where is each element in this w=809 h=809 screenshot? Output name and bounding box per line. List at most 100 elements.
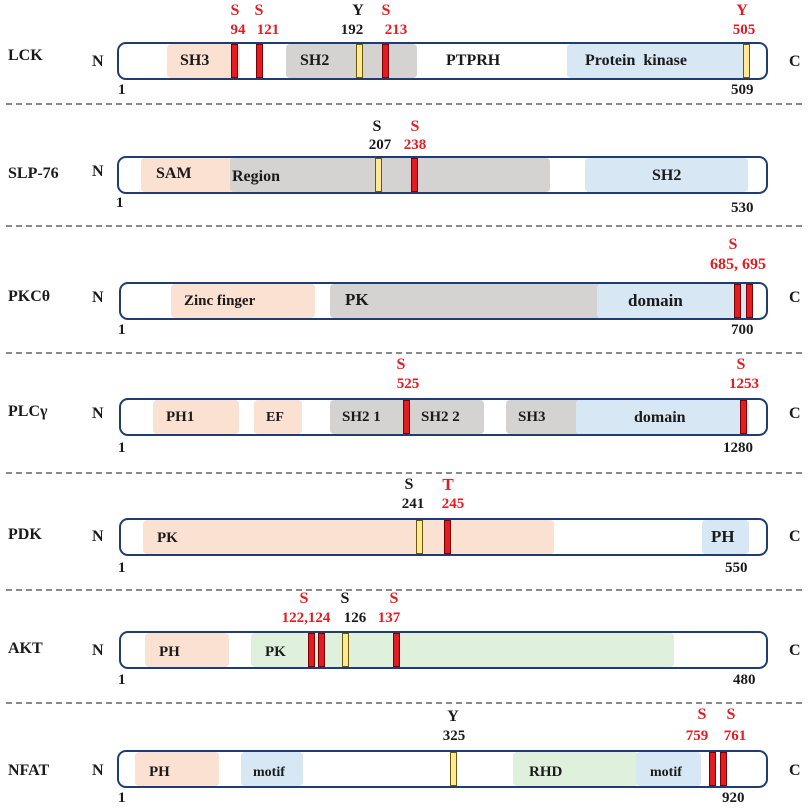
domain-label: SH2: [652, 167, 682, 184]
domain-region: [230, 158, 550, 192]
site-residue: S: [230, 2, 240, 19]
site-residue: Y: [352, 2, 364, 19]
protein-name: LCK: [8, 47, 43, 64]
phospho-site-marker: [444, 520, 451, 554]
n-terminus-label: N: [92, 642, 104, 659]
phospho-site-marker: [743, 44, 750, 78]
start-position: 1: [118, 672, 126, 688]
domain-catalytic: [576, 400, 749, 434]
n-terminus-label: N: [92, 289, 104, 306]
site-residue: S: [340, 590, 350, 607]
n-terminus-label: N: [92, 163, 104, 180]
domain-sh2: [585, 158, 748, 192]
phospho-site-marker: [720, 752, 727, 786]
c-terminus-label: C: [789, 642, 801, 659]
n-terminus-label: N: [92, 405, 104, 422]
n-terminus-label: N: [92, 528, 104, 545]
phospho-site-marker: [411, 158, 418, 192]
domain-ph1: [153, 400, 239, 434]
row-separator: [6, 225, 802, 227]
domain-rhd: [513, 752, 638, 786]
site-position: 245: [441, 496, 465, 512]
domain-label: domain: [628, 291, 683, 310]
site-position: 207: [368, 137, 392, 153]
row-separator: [6, 352, 802, 354]
site-position: 238: [403, 137, 427, 153]
domain-label: Region: [232, 168, 280, 185]
start-position: 1: [118, 440, 126, 456]
start-position: 1: [118, 790, 126, 806]
row-separator: [6, 472, 802, 474]
phospho-site-marker: [256, 44, 263, 78]
site-residue: Y: [736, 2, 748, 19]
domain-label: SH3: [518, 409, 546, 425]
c-terminus-label: C: [789, 405, 801, 422]
c-terminus-label: C: [789, 528, 801, 545]
domain-label: EF: [266, 410, 284, 425]
start-position: 1: [118, 322, 126, 338]
site-residue: S: [299, 590, 309, 607]
phospho-site-marker: [416, 520, 423, 554]
site-residue: S: [372, 118, 382, 135]
end-position: 920: [722, 790, 745, 806]
phospho-site-marker: [709, 752, 716, 786]
domain-sh2: [286, 44, 417, 78]
site-position: 241: [401, 496, 425, 512]
domain-label: motif: [650, 765, 682, 780]
phospho-site-marker: [740, 400, 747, 434]
domain-label: domain: [634, 409, 686, 426]
domain-label: PH: [711, 527, 735, 546]
phospho-site-marker: [318, 633, 325, 667]
phospho-site-marker: [746, 284, 753, 318]
phospho-site-marker: [450, 752, 457, 786]
site-position: 121: [256, 22, 280, 38]
domain-label: SH3: [180, 52, 210, 69]
c-terminus-label: C: [789, 289, 801, 306]
protein-name: PLCγ: [8, 403, 48, 420]
site-position: 122,124: [281, 610, 331, 626]
site-position: 192: [340, 22, 364, 38]
row-separator: [6, 702, 802, 704]
start-position: 1: [118, 560, 126, 576]
domain-motif: [241, 752, 303, 786]
site-position: 685, 695: [710, 256, 766, 273]
domain-ph: [702, 520, 749, 554]
domain-label: SAM: [156, 165, 192, 182]
domain-ef: [254, 400, 302, 434]
site-position: 94: [230, 22, 246, 38]
site-position: 325: [442, 728, 466, 744]
row-separator: [6, 589, 802, 591]
domain-ph: [135, 752, 219, 786]
site-residue: S: [697, 706, 707, 723]
domain-zinc-finger: [171, 284, 315, 318]
site-residue: S: [381, 2, 391, 19]
domain-label: RHD: [529, 764, 563, 780]
end-position: 700: [731, 322, 754, 338]
domain-motif: [636, 752, 701, 786]
site-position: 137: [377, 610, 401, 626]
domain-label: PTPRH: [446, 52, 501, 69]
site-residue: S: [389, 590, 399, 607]
phospho-site-marker: [308, 633, 315, 667]
domain-label: PK: [345, 290, 369, 309]
site-position: 126: [343, 610, 367, 626]
end-position: 480: [733, 672, 756, 688]
protein-name: SLP-76: [8, 165, 59, 182]
site-position: 525: [396, 376, 420, 392]
domain-label: SH2 2: [421, 409, 460, 425]
domain-label: PH: [149, 764, 170, 780]
domain-label: PK: [265, 644, 286, 660]
site-position: 1253: [729, 376, 759, 392]
site-residue: S: [254, 2, 264, 19]
end-position: 550: [725, 560, 748, 576]
c-terminus-label: C: [789, 762, 801, 779]
end-position: 530: [731, 200, 754, 216]
domain-pk-continued: [597, 284, 749, 318]
phospho-site-marker: [342, 633, 349, 667]
domain-label: Protein kinase: [585, 52, 687, 69]
domain-label: PK: [157, 530, 178, 546]
phospho-site-marker: [375, 158, 382, 192]
phospho-site-marker: [403, 400, 410, 434]
site-residue: S: [726, 706, 736, 723]
phospho-site-marker: [734, 284, 741, 318]
